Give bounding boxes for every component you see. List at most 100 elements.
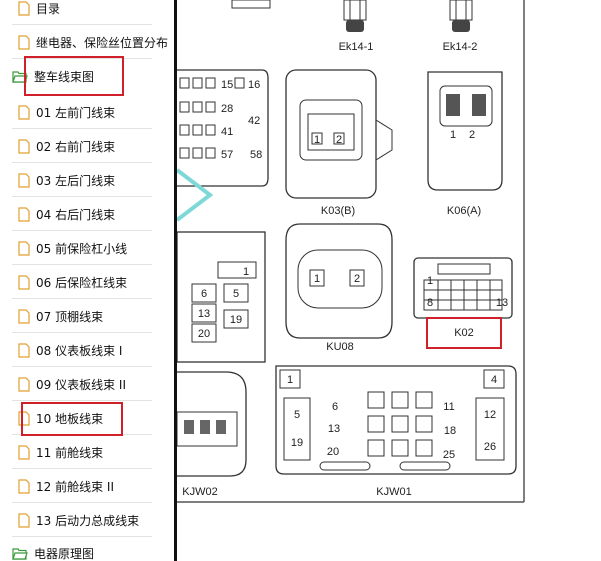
document-icon xyxy=(18,445,30,460)
tree-item-label: 05 前保险杠小线 xyxy=(36,242,128,256)
pin-kjw01-20: 20 xyxy=(327,446,339,458)
document-icon xyxy=(18,343,30,358)
tree-item-label: 02 右前门线束 xyxy=(36,140,116,154)
document-icon xyxy=(18,105,30,120)
tree-item-label: 13 后动力总成线束 xyxy=(36,514,140,528)
pin-28: 28 xyxy=(221,103,233,115)
document-icon xyxy=(18,139,30,154)
tree-item-harness-11[interactable]: 11 前舱线束 xyxy=(0,436,174,469)
tree-item-harness-02[interactable]: 02 右前门线束 xyxy=(0,130,174,163)
document-icon xyxy=(18,1,30,16)
pin-58: 58 xyxy=(250,149,262,161)
tree-item-label: 01 左前门线束 xyxy=(36,106,116,120)
pin-k03b-2: 2 xyxy=(336,134,342,146)
connector-kjw02: KJW02 xyxy=(177,371,247,498)
pane-divider[interactable] xyxy=(174,0,177,561)
tree-item-label: 11 前舱线束 xyxy=(36,446,104,460)
tree-item-label: 04 右后门线束 xyxy=(36,208,116,222)
pin-kjw01-13: 13 xyxy=(328,423,340,435)
pin-mid-19: 19 xyxy=(230,314,242,326)
connector-kjw01: 1 4 5 19 6 13 20 11 18 25 12 26 xyxy=(275,365,517,498)
pin-16: 16 xyxy=(248,79,260,91)
tree-item-harness-05[interactable]: 05 前保险杠小线 xyxy=(0,232,174,265)
pin-k06a-1: 1 xyxy=(450,129,456,141)
pin-kjw01-19: 19 xyxy=(291,437,303,449)
highlight-box-floor-harness xyxy=(21,402,123,436)
tree-item-label: 电器原理图 xyxy=(34,547,95,561)
label-ku08: KU08 xyxy=(326,341,354,353)
pin-mid-6: 6 xyxy=(201,288,207,300)
document-icon xyxy=(18,479,30,494)
document-icon xyxy=(18,241,30,256)
tree-item-label: 12 前舱线束 II xyxy=(36,480,114,494)
pin-mid-1: 1 xyxy=(243,266,249,278)
connector-block-mid-left: 1 6 5 13 19 20 xyxy=(177,231,266,363)
pin-42: 42 xyxy=(248,115,260,127)
tree-item-label: 08 仪表板线束 I xyxy=(36,344,123,358)
connector-diagram: Ek14-1 Ek14-2 15 16 28 42 41 xyxy=(177,0,601,561)
tree-item-harness-06[interactable]: 06 后保险杠线束 xyxy=(0,266,174,299)
tree-folder-harness[interactable]: 整车线束图 xyxy=(0,60,174,93)
folder-open-icon xyxy=(12,71,28,83)
tree-folder-schematics[interactable]: 电器原理图 xyxy=(0,537,174,561)
tree-item-relay-fuse[interactable]: 继电器、保险丝位置分布 xyxy=(0,26,174,59)
document-icon xyxy=(18,309,30,324)
pin-mid-13: 13 xyxy=(198,308,210,320)
pin-kjw01-18: 18 xyxy=(444,425,456,437)
connector-drawing: Ek14-1 Ek14-2 15 16 28 42 41 xyxy=(177,0,525,503)
connector-ek14-2: Ek14-2 xyxy=(443,0,478,53)
pin-kjw01-6: 6 xyxy=(332,401,338,413)
connector-k03b: 1 2 K03(B) xyxy=(285,69,393,217)
document-icon xyxy=(18,173,30,188)
tree-item-label: 目录 xyxy=(36,2,61,16)
label-k02: K02 xyxy=(454,327,474,339)
pin-kjw01-5: 5 xyxy=(294,409,300,421)
pin-kjw01-25: 25 xyxy=(443,449,455,461)
pin-kjw01-1: 1 xyxy=(287,374,293,386)
pin-k03b-1: 1 xyxy=(314,134,320,146)
tree-item-label: 继电器、保险丝位置分布 xyxy=(36,36,169,50)
pin-k06a-2: 2 xyxy=(469,129,475,141)
tree-item-label: 09 仪表板线束 II xyxy=(36,378,126,392)
label-ek14-2: Ek14-2 xyxy=(443,41,478,53)
pin-mid-5: 5 xyxy=(233,288,239,300)
tree-item-label: 06 后保险杠线束 xyxy=(36,276,128,290)
pin-41: 41 xyxy=(221,126,233,138)
sidebar-tree: 目录 继电器、保险丝位置分布 整车线束图 01 左前门线束 02 右前门线束 0… xyxy=(0,0,174,561)
label-kjw02: KJW02 xyxy=(182,486,217,498)
connector-k02: 1 8 13 K02 xyxy=(413,257,513,339)
label-k06a: K06(A) xyxy=(447,205,481,217)
document-icon xyxy=(18,35,30,50)
pin-k02-1: 1 xyxy=(427,275,433,287)
pin-kjw01-26: 26 xyxy=(484,441,496,453)
tree-item-harness-04[interactable]: 04 右后门线束 xyxy=(0,198,174,231)
tree-item-harness-08[interactable]: 08 仪表板线束 I xyxy=(0,334,174,367)
connector-k06a: 1 2 K06(A) xyxy=(427,71,503,217)
connector-ek14-1: Ek14-1 xyxy=(339,0,374,53)
connector-ku08: 1 2 KU08 xyxy=(285,223,393,353)
document-icon xyxy=(18,275,30,290)
label-ek14-1: Ek14-1 xyxy=(339,41,374,53)
connector-block-left-top: 15 16 28 42 41 57 58 xyxy=(177,69,269,222)
tree-item-harness-12[interactable]: 12 前舱线束 II xyxy=(0,470,174,503)
pin-k02-8: 8 xyxy=(427,297,433,309)
tree-item-toc[interactable]: 目录 xyxy=(0,0,174,25)
tree-item-harness-09[interactable]: 09 仪表板线束 II xyxy=(0,368,174,401)
tree-item-harness-01[interactable]: 01 左前门线束 xyxy=(0,96,174,129)
pin-15: 15 xyxy=(221,79,233,91)
pin-kjw01-11: 11 xyxy=(443,401,454,413)
tree-item-label: 07 顶棚线束 xyxy=(36,310,104,324)
highlight-box-harness-folder xyxy=(24,56,124,96)
tree-item-harness-03[interactable]: 03 左后门线束 xyxy=(0,164,174,197)
tree-item-harness-13[interactable]: 13 后动力总成线束 xyxy=(0,504,174,537)
tree-item-label: 10 地板线束 xyxy=(36,412,104,426)
pin-k02-13: 13 xyxy=(496,297,508,309)
label-k03b: K03(B) xyxy=(321,205,355,217)
document-icon xyxy=(18,513,30,528)
tree-item-harness-07[interactable]: 07 顶棚线束 xyxy=(0,300,174,333)
document-icon xyxy=(18,207,30,222)
highlight-box-k02 xyxy=(426,317,502,349)
pin-kjw01-4: 4 xyxy=(491,374,497,386)
label-kjw01: KJW01 xyxy=(376,486,411,498)
document-icon xyxy=(18,377,30,392)
